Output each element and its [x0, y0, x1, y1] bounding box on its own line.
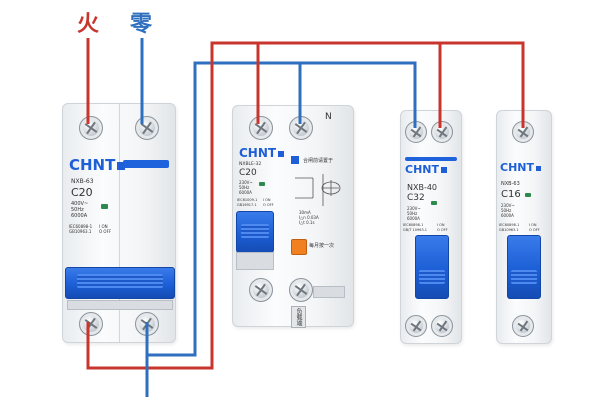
rcbo-blue-square-icon [291, 156, 299, 164]
c32-switch-handle[interactable] [415, 235, 449, 299]
c16-rating-text: C16 [501, 189, 521, 200]
rcbo-handle-base [236, 252, 274, 270]
main-breaker-2p: CHNT NXB-63 C20 400V~ 50Hz 6000A IEC6089… [62, 103, 176, 343]
c16-standard-1: IEC60898-1 [499, 223, 520, 227]
c32-model-text: NXB-40 [407, 183, 438, 192]
status-indicator [101, 204, 108, 209]
c16-spec-line-3: 6000A [501, 213, 514, 218]
rcbo-switch-handle[interactable] [236, 211, 274, 253]
neutral-label: 零 [130, 12, 153, 37]
c32-status-indicator [431, 201, 437, 205]
rcbo-spec-b: I△n 0.03A [299, 215, 319, 220]
rcbo-brand-logo: CHNT [239, 146, 285, 160]
c16-off-label: O OFF [529, 228, 540, 232]
c32-rating-text: C32 [407, 193, 425, 203]
rcbo-circuit-symbol-icon [293, 170, 345, 210]
rcbo-model-text: NXBLE-32 [239, 162, 262, 167]
c16-switch-handle[interactable] [507, 235, 541, 299]
c32-standard-2: GB/T 10963.1 [403, 228, 428, 232]
rcbo-standard-1: IEC61009-1 [237, 198, 258, 202]
neutral-mark: N [325, 112, 332, 122]
standard-line-1: IEC60898-1 [69, 224, 93, 229]
switch-handle[interactable] [65, 267, 175, 299]
c16-brand-logo: CHNT [500, 161, 541, 174]
rcbo-bottom-screw-live[interactable] [249, 278, 273, 302]
brand-logo: CHNT [69, 156, 126, 174]
c16-spec-line-1: 230V~ [501, 203, 515, 208]
rcbo-spec-line-2: 50Hz [239, 185, 250, 190]
rcbo-spec-c: I△t 0.1s [299, 220, 315, 225]
bottom-screw-live[interactable] [79, 312, 103, 336]
rcbo-spec-line-1: 230V~ [239, 180, 253, 185]
c32-spec-line-1: 230V~ [407, 206, 421, 211]
c32-bottom-screw-2[interactable] [431, 315, 453, 337]
model-text: NXB-63 [71, 178, 94, 185]
branch-breaker-c16: CHNT NXB-63 C16 230V~ 50Hz 6000A IEC6089… [496, 110, 552, 344]
rcbo-rating-text: C20 [239, 168, 257, 178]
rcbo-notice-2: 每月按一次 [309, 243, 335, 249]
spec-line-2: 50Hz [71, 207, 84, 213]
top-blue-strip [123, 160, 169, 168]
c32-brand-logo: CHNT [405, 163, 447, 176]
c16-status-indicator [525, 193, 531, 197]
rcbo-spec-line-3: 6000A [239, 190, 252, 195]
standard-line-2: GB10963.1 [69, 229, 92, 234]
c32-on-label: I ON [437, 223, 445, 227]
c16-spec-line-2: 50Hz [501, 208, 512, 213]
c32-off-label: O OFF [437, 228, 448, 232]
top-screw-live[interactable] [79, 116, 103, 140]
c32-spec-line-2: 50Hz [407, 211, 418, 216]
live-wire-branch-2 [440, 41, 525, 125]
spec-line-1: 400V~ [71, 201, 89, 207]
rcbo-on-label: I ON [263, 198, 271, 202]
spec-line-3: 6000A [71, 213, 88, 219]
c32-bottom-screw-1[interactable] [405, 315, 427, 337]
on-label: I ON [99, 224, 108, 229]
rcbo-notice-1: 合闸前请置于 [303, 158, 334, 164]
rcbo-off-label: O OFF [263, 203, 274, 207]
top-screw-neutral[interactable] [135, 116, 159, 140]
main-breaker-pole-neutral [119, 104, 176, 342]
c16-bottom-screw[interactable] [512, 315, 534, 337]
off-label: O OFF [99, 229, 112, 234]
c32-standard-1: IEC60898-1 [403, 223, 424, 227]
rcbo-breaker: N CHNT NXBLE-32 C20 230V~ 50Hz 6000A IEC… [232, 105, 354, 328]
c16-on-label: I ON [529, 223, 537, 227]
rcbo-spec-a: 30mA [299, 210, 311, 215]
rcbo-top-screw-live[interactable] [249, 116, 273, 140]
rcbo-bottom-slot [313, 286, 345, 298]
rcbo-load-tag: 负载端 [291, 306, 306, 328]
c32-top-screw-live[interactable] [431, 121, 453, 143]
branch-breaker-c32: CHNT NXB-40 C32 230V~ 50Hz 6000A IEC6089… [400, 110, 462, 344]
rating-text: C20 [71, 186, 93, 199]
c32-blue-strip [405, 157, 457, 161]
live-label: 火 [77, 12, 100, 37]
bottom-slot [67, 300, 173, 310]
rcbo-status-indicator [259, 182, 265, 186]
rcbo-standard-2: GB16917.1 [237, 203, 257, 207]
c16-model-text: NXB-63 [501, 181, 520, 187]
rcbo-bottom-screw-neutral[interactable] [289, 278, 313, 302]
c32-spec-line-3: 6000A [407, 216, 420, 221]
rcbo-test-button[interactable] [291, 239, 307, 255]
c16-standard-2: GB10963.1 [499, 228, 519, 232]
